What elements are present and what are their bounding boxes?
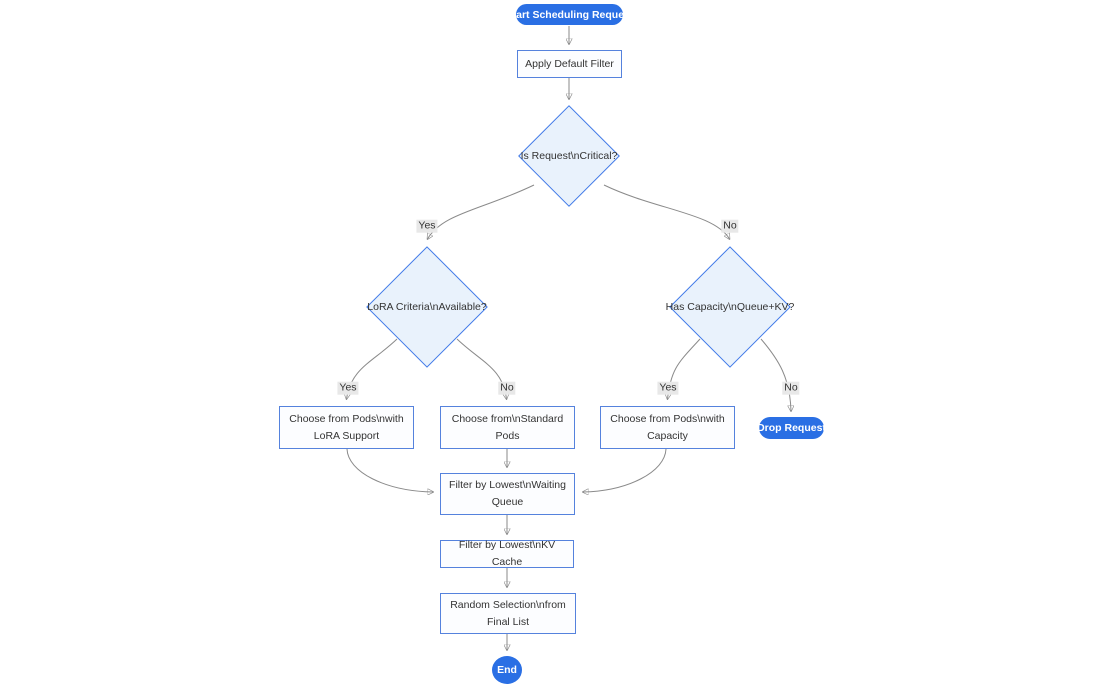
- edge-label-critical-yes: Yes: [416, 219, 438, 233]
- edge-chooselora-filter: [346, 448, 433, 492]
- node-filter-lowest-waiting-queue: Filter by Lowest\nWaiting Queue: [440, 473, 575, 515]
- node-choose-pods-capacity: Choose from Pods\nwith Capacity: [600, 406, 735, 449]
- node-choose-standard-pods: Choose from\nStandard Pods: [440, 406, 575, 449]
- node-start: Start Scheduling Request: [506, 4, 633, 25]
- node-has-capacity-queue-kv: Has Capacity\nQueue+KV?: [665, 246, 795, 368]
- edge-capacity-no: [760, 338, 791, 411]
- diamond-label: Has Capacity\nQueue+KV?: [665, 301, 795, 313]
- node-lora-criteria-available: LoRA Criteria\nAvailable?: [366, 246, 488, 368]
- edge-label-lora-no: No: [498, 381, 516, 395]
- edge-choosecap-filter: [583, 448, 667, 492]
- node-end: End: [492, 656, 522, 684]
- edge-critical-no: [603, 184, 730, 239]
- node-is-request-critical: Is Request\nCritical?: [518, 105, 620, 207]
- edge-label-critical-no: No: [721, 219, 739, 233]
- node-filter-lowest-kv-cache: Filter by Lowest\nKV Cache: [440, 539, 574, 568]
- node-apply-default-filter: Apply Default Filter: [517, 50, 622, 78]
- node-choose-pods-lora-support: Choose from Pods\nwith LoRA Support: [279, 406, 414, 449]
- diamond-label: LoRA Criteria\nAvailable?: [367, 301, 487, 313]
- node-drop-request: Drop Request: [757, 417, 826, 439]
- edge-label-capacity-no: No: [782, 381, 800, 395]
- node-random-selection-final-list: Random Selection\nfrom Final List: [440, 593, 576, 634]
- edge-label-capacity-yes: Yes: [657, 381, 679, 395]
- edge-label-lora-yes: Yes: [337, 381, 359, 395]
- diamond-label: Is Request\nCritical?: [520, 150, 618, 162]
